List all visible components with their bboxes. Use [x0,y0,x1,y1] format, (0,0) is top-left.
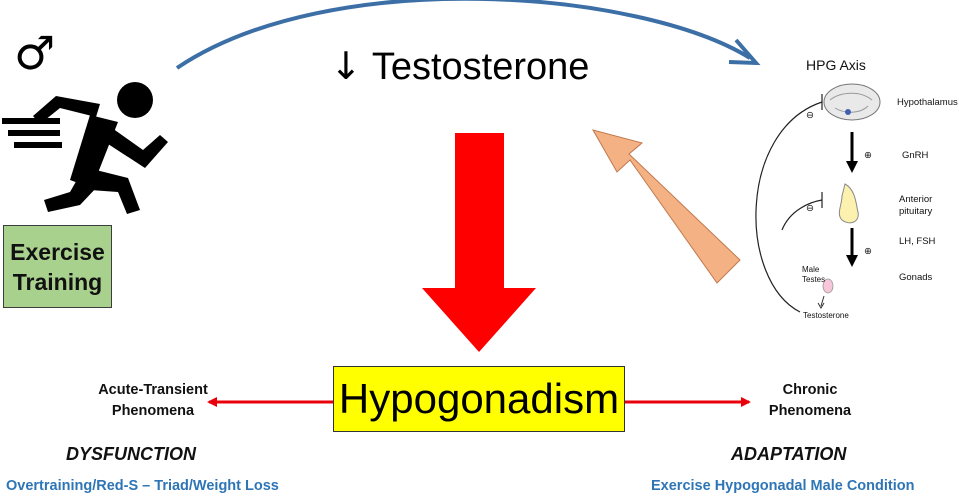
exercise-training-box: Exercise Training [3,225,112,308]
minus-icon-pituitary: ⊖ [806,203,814,214]
big-red-down-arrow [422,133,536,352]
anterior-pituitary-label: Anterior pituitary [899,194,932,218]
hpg-testosterone-label: Testosterone [803,311,849,320]
acute-phenomena-label: Acute-Transient Phenomena [83,380,223,422]
exercise-line1: Exercise [10,238,105,265]
male-line1: Male [802,265,820,274]
acute-line2: Phenomena [111,403,195,419]
male-line2: Testes [802,275,826,284]
down-arrow-glyph: ↓ [330,44,362,88]
minus-icon-hypothalamus: ⊖ [806,110,814,121]
feedback-arrow [591,129,741,284]
testes-icon [817,278,834,309]
anterior-line2: pituitary [899,206,933,217]
runner-icon [2,82,168,214]
curved-blue-arrow [175,0,761,70]
anterior-line1: Anterior [899,194,933,205]
hypogonadism-label: Hypogonadism [338,375,620,422]
exercise-hypogonadal-condition: Exercise Hypogonadal Male Condition [651,478,915,494]
brain-icon [823,83,881,121]
plus-icon-lh: ⊕ [864,246,872,257]
male-symbol: ♂ [14,26,56,80]
hypogonadism-box: Hypogonadism [333,366,625,432]
male-testes-label: Male Testes [802,265,825,285]
hypothalamus-label: Hypothalamus [897,97,958,108]
testosterone-title: ↓Testosterone [330,44,589,89]
acute-line1: Acute-Transient [98,382,208,398]
lh-fsh-label: LH, FSH [899,236,936,247]
chronic-line2: Phenomena [768,403,852,419]
dysfunction-label: DYSFUNCTION [66,444,196,464]
plus-icon-gnrh: ⊕ [864,150,872,161]
exercise-line2: Training [12,268,103,295]
hpg-feedback-loops [755,94,823,313]
testosterone-label: Testosterone [371,46,590,88]
pituitary-icon [838,183,859,224]
adaptation-label: ADAPTATION [731,444,847,464]
overtraining-condition: Overtraining/Red-S – Triad/Weight Loss [6,478,279,494]
gnrh-label: GnRH [902,150,929,161]
chronic-phenomena-label: Chronic Phenomena [760,380,860,422]
chronic-line1: Chronic [782,382,838,398]
hpg-axis-title: HPG Axis [806,57,866,73]
gonads-label: Gonads [899,272,933,283]
